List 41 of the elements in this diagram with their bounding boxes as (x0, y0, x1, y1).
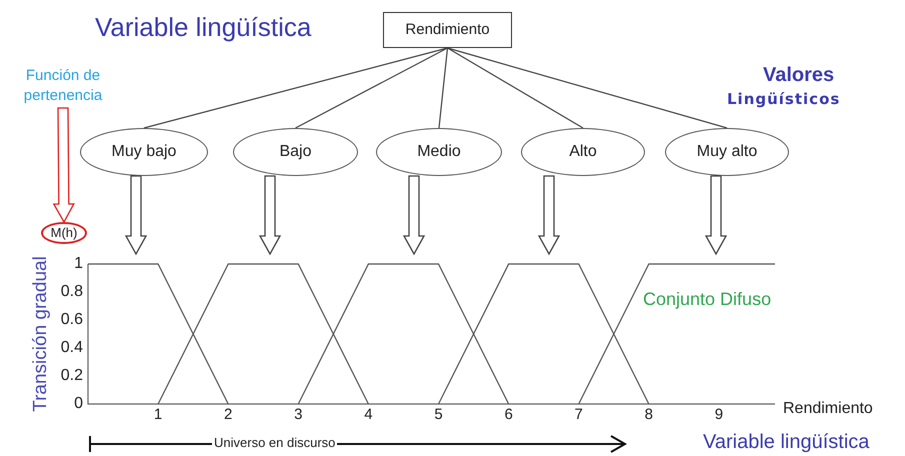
hollow-arrow (538, 175, 560, 256)
annotation-text: Conjunto Difuso (643, 288, 772, 311)
heading-text: Valores (763, 63, 834, 88)
value-ellipse: Muy bajo (80, 128, 208, 176)
tick-label: 4 (364, 407, 373, 423)
value-ellipse: Bajo (233, 128, 358, 176)
hollow-arrow (402, 175, 426, 256)
tick-label: 5 (434, 407, 443, 423)
tick-label: 6 (504, 407, 513, 423)
tick-label: 0.2 (60, 368, 83, 384)
tick-label: 7 (574, 407, 583, 423)
membership-ellipse: M(h) (41, 222, 87, 244)
tick-label: 0 (73, 396, 83, 412)
connector-line (144, 47, 448, 129)
tick-label: 0.6 (60, 312, 83, 328)
axis-title: Rendimiento (783, 399, 873, 419)
hollow-arrow (124, 175, 148, 256)
tick-label: 8 (644, 407, 653, 423)
value-ellipse: Muy alto (665, 128, 789, 176)
connector-line (438, 48, 448, 128)
caption-text: Función de pertenencia (8, 64, 118, 108)
hollow-arrow (52, 107, 75, 224)
value-ellipse: Medio (376, 128, 502, 176)
tick-label: 9 (714, 407, 724, 423)
hollow-arrow (258, 175, 282, 256)
tick-label: 1 (73, 256, 83, 272)
tick-label: 0.4 (60, 340, 83, 356)
value-ellipse: Alto (521, 128, 645, 176)
variable-box: Rendimiento (383, 12, 512, 48)
axis-caption: Variable lingüística (703, 430, 870, 455)
axis-title: Transición gradual (30, 256, 52, 412)
heading-text: Lingüísticos (727, 89, 840, 110)
tick-label: 3 (294, 407, 302, 423)
tick-label: 1 (154, 407, 162, 423)
hollow-arrow (704, 175, 728, 256)
connector-line (295, 47, 448, 129)
connector-line (447, 47, 584, 129)
heading-text: Variable lingüística (95, 11, 312, 44)
connector-line (447, 47, 728, 129)
tick-label: 2 (224, 407, 232, 423)
tick-label: 0.8 (60, 284, 83, 300)
